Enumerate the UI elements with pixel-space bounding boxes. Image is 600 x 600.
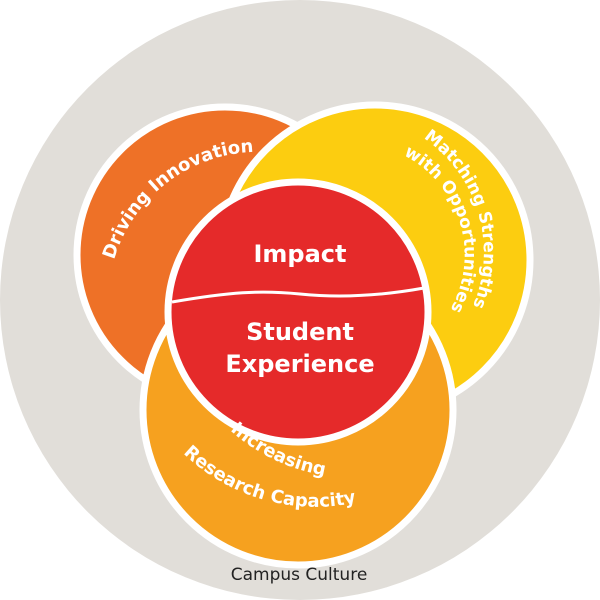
center-circle (164, 178, 432, 446)
center-bottom-label-line2: Experience (225, 350, 374, 378)
center-top-label: Impact (253, 240, 346, 268)
center-bottom-label-line1: Student (246, 318, 354, 346)
center-divider (171, 286, 425, 304)
outer-ring-label: Campus Culture (231, 565, 368, 585)
